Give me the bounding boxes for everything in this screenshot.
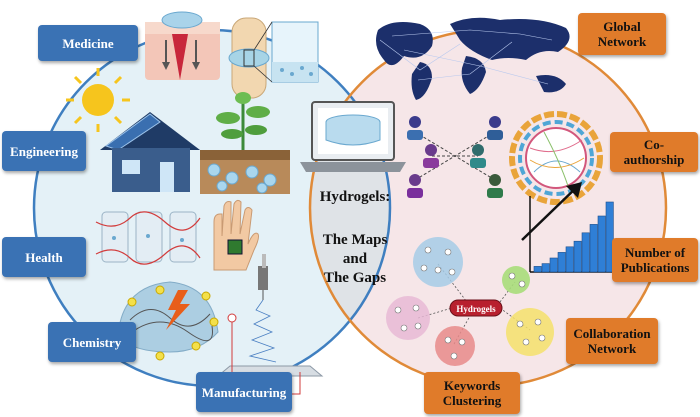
network-hub-label: Hydrogels xyxy=(456,304,496,314)
publication-bar xyxy=(589,224,598,273)
publication-bar xyxy=(565,246,574,273)
cell-chip-icon xyxy=(95,211,201,265)
world-map-icon xyxy=(376,17,570,100)
label-global-network: Global Network xyxy=(578,13,666,55)
label-engineering: Engineering xyxy=(2,131,86,171)
publication-bar xyxy=(581,232,590,273)
publications-bar-chart xyxy=(529,196,614,273)
researcher-icon xyxy=(407,116,503,198)
laptop-hydrogel-icon xyxy=(300,101,406,172)
publication-bar xyxy=(605,201,614,273)
label-number-of-publications: Number of Publications xyxy=(612,238,698,282)
plant-icon xyxy=(200,92,290,194)
chord-diagram-icon xyxy=(509,111,603,205)
label-health: Health xyxy=(2,237,86,277)
center-line-1: The Maps xyxy=(322,232,388,248)
molecule-icon xyxy=(117,281,219,361)
keyword-cluster-network: Hydrogels xyxy=(386,237,554,366)
trend-arrow-icon xyxy=(521,182,582,241)
publication-bar xyxy=(597,215,606,273)
left-circle xyxy=(34,30,390,386)
label-co-authorship: Co-authorship xyxy=(610,132,698,172)
skin-wound-icon xyxy=(145,11,220,80)
label-medicine: Medicine xyxy=(38,25,138,61)
label-keywords-clustering: Keywords Clustering xyxy=(424,372,520,414)
hand-patch-icon xyxy=(213,199,259,271)
solar-house-icon xyxy=(100,112,200,192)
knee-joint-icon xyxy=(228,17,319,99)
sun-icon xyxy=(66,68,130,132)
center-line-2: and xyxy=(342,251,368,267)
publication-bar xyxy=(541,263,550,273)
label-chemistry: Chemistry xyxy=(48,322,136,362)
publication-bar xyxy=(557,252,566,273)
publication-bar xyxy=(533,266,542,273)
label-manufacturing: Manufacturing xyxy=(196,372,292,412)
publication-bar xyxy=(573,240,582,273)
center-title: Hydrogels: xyxy=(319,189,391,205)
center-line-3: The Gaps xyxy=(323,270,387,286)
label-collaboration-network: Collaboration Network xyxy=(566,318,658,364)
publication-bar xyxy=(549,257,558,273)
